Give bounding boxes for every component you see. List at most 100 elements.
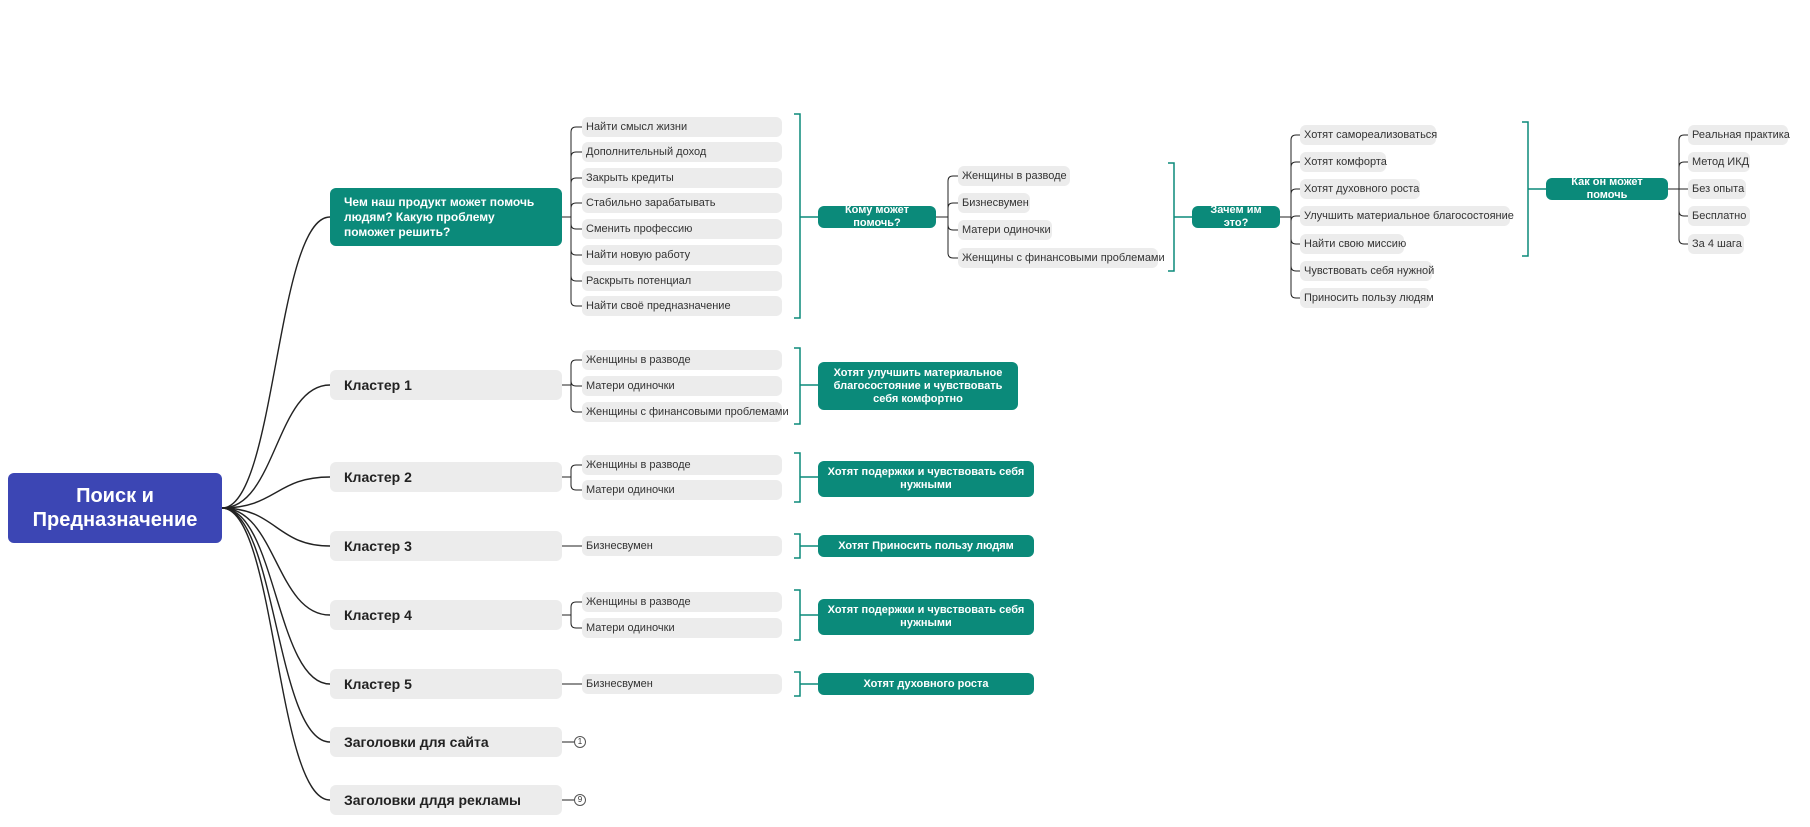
cluster-3-bracket — [794, 533, 801, 559]
topic-cluster-3[interactable]: Кластер 3 — [330, 531, 562, 561]
cluster-1-tree-branch-2 — [570, 406, 582, 413]
problem-item-label: Стабильно зарабатывать — [586, 197, 716, 209]
cluster-1-summary[interactable]: Хотят улучшить материальное благосостоян… — [818, 362, 1018, 410]
target-group-item[interactable]: Женщины с финансовыми проблемами — [958, 248, 1165, 268]
cluster-1-group-item[interactable]: Женщины в разводе — [582, 350, 782, 370]
method-item[interactable]: Бесплатно — [1688, 206, 1750, 226]
cluster-2-group-item[interactable]: Матери одиночки — [582, 480, 782, 500]
motive-item-label: Улучшить материальное благосостояние — [1304, 210, 1514, 222]
topic-ad-headlines[interactable]: Заголовки длдя рекламы — [330, 785, 562, 815]
problem-item[interactable]: Дополнительный доход — [582, 142, 782, 162]
problems-tree-branch-0 — [570, 126, 582, 133]
target-group-item-label: Женщины в разводе — [962, 170, 1067, 182]
why-node[interactable]: Зачем им это? — [1192, 204, 1280, 229]
how-can-help-node[interactable]: Как он может помочь — [1546, 176, 1668, 201]
who-can-help-node[interactable]: Кому может помочь? — [818, 204, 936, 229]
problem-item[interactable]: Найти смысл жизни — [582, 117, 782, 137]
cluster-4-group-item-label: Женщины в разводе — [586, 596, 691, 608]
motive-item-label: Приносить пользу людям — [1304, 292, 1434, 304]
cluster-1-group-item[interactable]: Женщины с финансовыми проблемами — [582, 402, 789, 422]
problem-item-label: Дополнительный доход — [586, 146, 707, 158]
motive-item[interactable]: Хотят самореализоваться — [1300, 125, 1438, 145]
problem-item-label: Закрыть кредиты — [586, 172, 674, 184]
how-can-help-node-label: Как он может помочь — [1571, 176, 1643, 201]
problem-item[interactable]: Найти своё предназначение — [582, 296, 782, 316]
cluster-4-group-item-label: Матери одиночки — [586, 622, 675, 634]
problem-item[interactable]: Стабильно зарабатывать — [582, 193, 782, 213]
root-link-ad — [221, 507, 331, 801]
why-tree-branch-5 — [1290, 265, 1300, 272]
how-tree-branch-1 — [1678, 161, 1688, 168]
cluster-2-group-item[interactable]: Женщины в разводе — [582, 455, 782, 475]
why-tree-branch-0 — [1290, 134, 1300, 141]
motive-item-label: Хотят самореализоваться — [1304, 129, 1438, 141]
problem-item[interactable]: Сменить профессию — [582, 219, 782, 239]
problems-bracket — [794, 113, 801, 319]
topic-cluster-4-label: Кластер 4 — [344, 607, 412, 623]
root-link-c3 — [221, 507, 331, 616]
cluster-4-bracket — [794, 589, 801, 641]
why-tree-branch-2 — [1290, 188, 1300, 195]
cluster-1-summary-label: Хотят улучшить материальное благосостоян… — [833, 366, 1003, 405]
target-group-item[interactable]: Бизнесвумен — [958, 193, 1030, 213]
topic-cluster-4[interactable]: Кластер 4 — [330, 600, 562, 630]
method-item[interactable]: За 4 шага — [1688, 234, 1744, 254]
method-item[interactable]: Реальная практика — [1688, 125, 1790, 145]
who-tree-branch-0 — [947, 175, 958, 182]
target-group-item[interactable]: Матери одиночки — [958, 220, 1052, 240]
topic-cluster-1[interactable]: Кластер 1 — [330, 370, 562, 400]
topic-cluster-2[interactable]: Кластер 2 — [330, 462, 562, 492]
root-link-product — [221, 216, 331, 509]
root-link-site — [221, 507, 331, 743]
cluster-3-summary[interactable]: Хотят Приносить пользу людям — [818, 535, 1034, 557]
cluster-3-group-item[interactable]: Бизнесвумен — [582, 536, 782, 556]
cluster-2-summary[interactable]: Хотят подержки и чувствовать себя нужным… — [818, 461, 1034, 497]
motive-item[interactable]: Приносить пользу людям — [1300, 288, 1434, 308]
cluster-5-group-item[interactable]: Бизнесвумен — [582, 674, 782, 694]
cluster-2-summary-label: Хотят подержки и чувствовать себя нужным… — [827, 466, 1025, 491]
motive-item-label: Хотят комфорта — [1304, 156, 1387, 168]
topic-cluster-5-label: Кластер 5 — [344, 676, 412, 692]
method-item-label: За 4 шага — [1692, 238, 1742, 250]
cluster-4-summary[interactable]: Хотят подержки и чувствовать себя нужным… — [818, 599, 1034, 635]
topic-cluster-5[interactable]: Кластер 5 — [330, 669, 562, 699]
problem-item[interactable]: Закрыть кредиты — [582, 168, 782, 188]
problems-tree-branch-6 — [570, 275, 582, 282]
cluster-2-tree-branch-1 — [570, 484, 582, 491]
topic-product-question[interactable]: Чем наш продукт может помочь людям? Каку… — [330, 188, 562, 246]
problems-tree-branch-7 — [570, 300, 582, 307]
ad-headlines-count-badge[interactable]: 9 — [574, 794, 586, 806]
root-topic[interactable]: Поиск и Предназначение — [8, 473, 222, 543]
cluster-2-bracket — [794, 452, 801, 503]
who-tree-branch-1 — [947, 202, 958, 209]
why-tree-branch-6 — [1290, 292, 1300, 299]
cluster-5-summary[interactable]: Хотят духовного роста — [818, 673, 1034, 695]
topic-site-headlines[interactable]: Заголовки для сайта — [330, 727, 562, 757]
problem-item-label: Раскрыть потенциал — [586, 275, 692, 287]
motive-item[interactable]: Найти свою миссию — [1300, 234, 1406, 254]
cluster-1-tree-branch-0 — [570, 359, 582, 366]
motive-item[interactable]: Улучшить материальное благосостояние — [1300, 206, 1514, 226]
why-tree-branch-4 — [1290, 238, 1300, 245]
method-item[interactable]: Метод ИКД — [1688, 152, 1750, 172]
problem-item[interactable]: Раскрыть потенциал — [582, 271, 782, 291]
motive-item[interactable]: Хотят комфорта — [1300, 152, 1387, 172]
motive-item[interactable]: Хотят духовного роста — [1300, 179, 1420, 199]
cluster-1-group-item[interactable]: Матери одиночки — [582, 376, 782, 396]
topic-ad-headlines-label: Заголовки длдя рекламы — [344, 792, 522, 808]
why-node-label: Зачем им это? — [1210, 204, 1262, 229]
target-group-item[interactable]: Женщины в разводе — [958, 166, 1070, 186]
target-group-item-label: Бизнесвумен — [962, 197, 1029, 209]
problem-item-label: Найти смысл жизни — [586, 121, 688, 133]
cluster-4-group-item[interactable]: Матери одиночки — [582, 618, 782, 638]
method-item[interactable]: Без опыта — [1688, 179, 1746, 199]
who-bracket — [1168, 162, 1175, 272]
target-group-item-label: Матери одиночки — [962, 224, 1051, 236]
problem-item[interactable]: Найти новую работу — [582, 245, 782, 265]
site-headlines-count-badge[interactable]: 1 — [574, 736, 586, 748]
motive-item[interactable]: Чувствовать себя нужной — [1300, 261, 1434, 281]
cluster-5-group-item-label: Бизнесвумен — [586, 678, 653, 690]
cluster-4-group-item[interactable]: Женщины в разводе — [582, 592, 782, 612]
who-can-help-node-label: Кому может помочь? — [844, 204, 910, 229]
